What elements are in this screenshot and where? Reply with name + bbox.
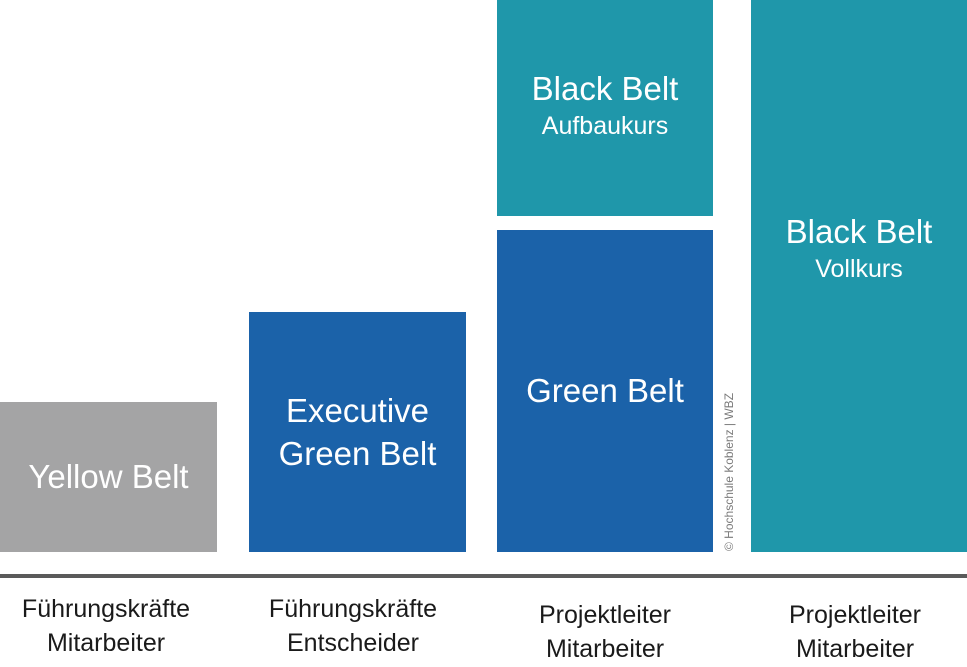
column-label-line2: Mitarbeiter bbox=[46, 629, 166, 657]
baseline-divider bbox=[0, 574, 967, 578]
yellow-belt-title: Yellow Belt bbox=[28, 458, 189, 495]
column-label-line1: Projektleiter bbox=[539, 601, 671, 629]
executive-green-belt-block: Executive Green Belt bbox=[249, 312, 466, 552]
column-label-line1: Führungskräfte bbox=[21, 595, 191, 623]
green-belt-block: Green Belt bbox=[497, 230, 713, 552]
black-belt-vollkurs-block: Black Belt Vollkurs bbox=[751, 0, 967, 552]
column-label-yellow-belt: Führungskräfte Mitarbeiter bbox=[0, 592, 216, 660]
column-label-line1: Führungskräfte bbox=[268, 595, 438, 623]
black-belt-aufbaukurs-subtitle: Aufbaukurs bbox=[541, 112, 669, 140]
copyright-note: © Hochschule Koblenz | WBZ bbox=[722, 392, 736, 551]
column-label-green-belt: Projektleiter Mitarbeiter bbox=[497, 598, 713, 666]
column-label-black-belt: Projektleiter Mitarbeiter bbox=[745, 598, 965, 666]
black-belt-vollkurs-subtitle: Vollkurs bbox=[815, 255, 903, 283]
column-label-line1: Projektleiter bbox=[789, 601, 921, 629]
black-belt-aufbaukurs-title: Black Belt bbox=[531, 70, 679, 107]
column-label-line2: Entscheider bbox=[286, 629, 420, 657]
executive-green-belt-title-line2: Green Belt bbox=[278, 435, 437, 472]
green-belt-title: Green Belt bbox=[526, 372, 684, 409]
executive-green-belt-title-line1: Executive bbox=[285, 392, 430, 429]
black-belt-aufbaukurs-block: Black Belt Aufbaukurs bbox=[497, 0, 713, 216]
column-label-line2: Mitarbeiter bbox=[545, 635, 665, 663]
column-label-executive-green-belt: Führungskräfte Entscheider bbox=[243, 592, 463, 660]
column-label-line2: Mitarbeiter bbox=[795, 635, 915, 663]
black-belt-vollkurs-title: Black Belt bbox=[785, 213, 933, 250]
yellow-belt-block: Yellow Belt bbox=[0, 402, 217, 552]
